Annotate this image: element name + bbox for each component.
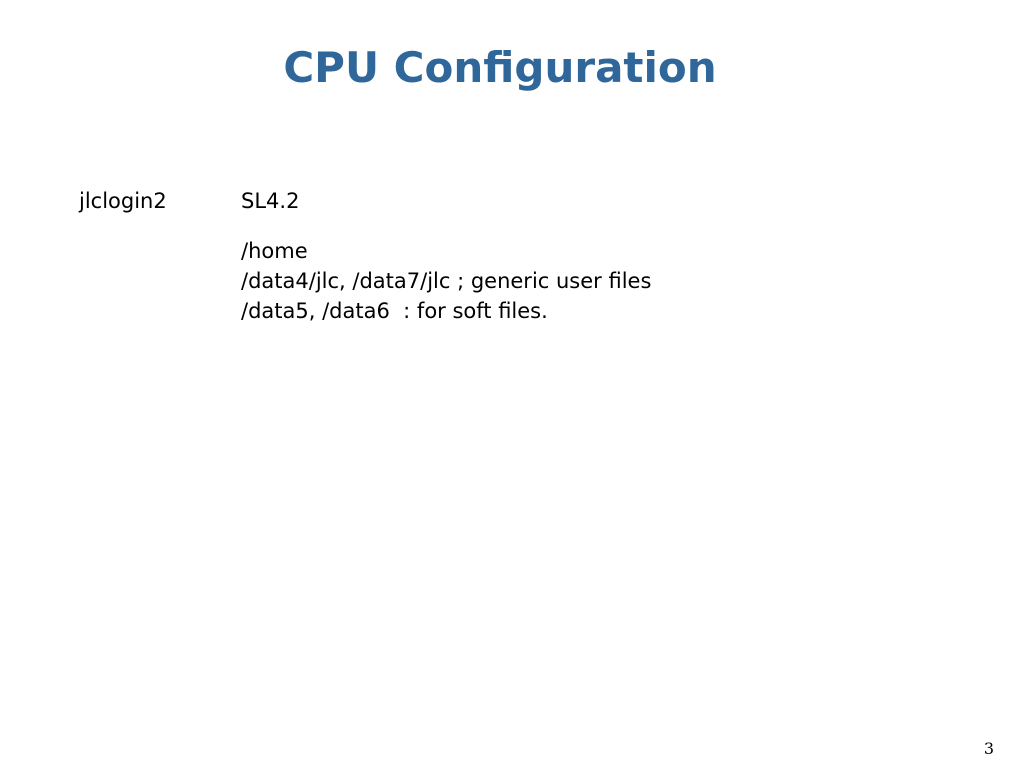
os-version: SL4.2 [241,189,300,213]
host-name: jlclogin2 [79,189,167,213]
host-details: SL4.2 /home /data4/jlc, /data7/jlc ; gen… [241,186,651,326]
path-soft-files: /data5, /data6 : for soft files. [241,299,548,323]
page-number: 3 [983,739,994,758]
path-home: /home [241,239,308,263]
path-user-files: /data4/jlc, /data7/jlc ; generic user fi… [241,269,652,293]
slide-title: CPU Configuration [283,43,717,92]
